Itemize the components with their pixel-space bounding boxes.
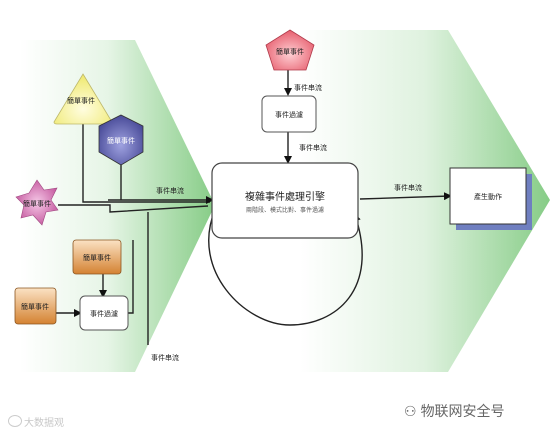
- edge-label-bottom: 事件串流: [151, 353, 179, 362]
- action-label: 產生動作: [474, 192, 502, 201]
- filter-bottom-label: 事件過濾: [90, 309, 118, 318]
- orange1-label: 簡單事件: [83, 253, 111, 262]
- simple-event-red: 簡單事件: [265, 29, 315, 71]
- flow-arrow-right: [300, 30, 550, 372]
- action-node: 產生動作: [449, 167, 532, 230]
- filter-top-label: 事件過濾: [275, 110, 303, 119]
- edge-label-filter: 事件串流: [299, 143, 327, 152]
- engine-title: 複雜事件處理引擎: [245, 190, 325, 203]
- simple-event-orange-2: 簡單事件: [14, 287, 57, 325]
- pink-label: 簡單事件: [23, 199, 51, 208]
- connectors: [56, 70, 452, 345]
- edge-label-right: 事件串流: [394, 183, 422, 192]
- weibo-icon: [8, 415, 22, 427]
- watermark-right: ⚇物联网安全号: [404, 404, 505, 420]
- simple-event-blue: 簡單事件: [98, 114, 144, 166]
- edge-label-left: 事件串流: [156, 186, 184, 195]
- engine-subtitle: 兩階段、模式比對、事件過濾: [246, 206, 324, 214]
- yellow-label: 簡單事件: [67, 96, 95, 105]
- event-filter-bottom: 事件過濾: [79, 295, 129, 331]
- cep-engine: 複雜事件處理引擎 兩階段、模式比對、事件過濾: [211, 162, 359, 239]
- simple-event-orange-1: 簡單事件: [72, 239, 122, 275]
- watermark-left: 大数据观: [8, 414, 64, 429]
- simple-event-pink: 簡單事件: [15, 179, 59, 226]
- event-filter-top: 事件過濾: [261, 95, 317, 133]
- edge-label-red: 事件串流: [294, 83, 322, 92]
- blue-label: 簡單事件: [107, 136, 135, 145]
- orange2-label: 簡單事件: [21, 302, 49, 311]
- wechat-icon: ⚇: [404, 404, 417, 420]
- red-label: 簡單事件: [276, 47, 304, 56]
